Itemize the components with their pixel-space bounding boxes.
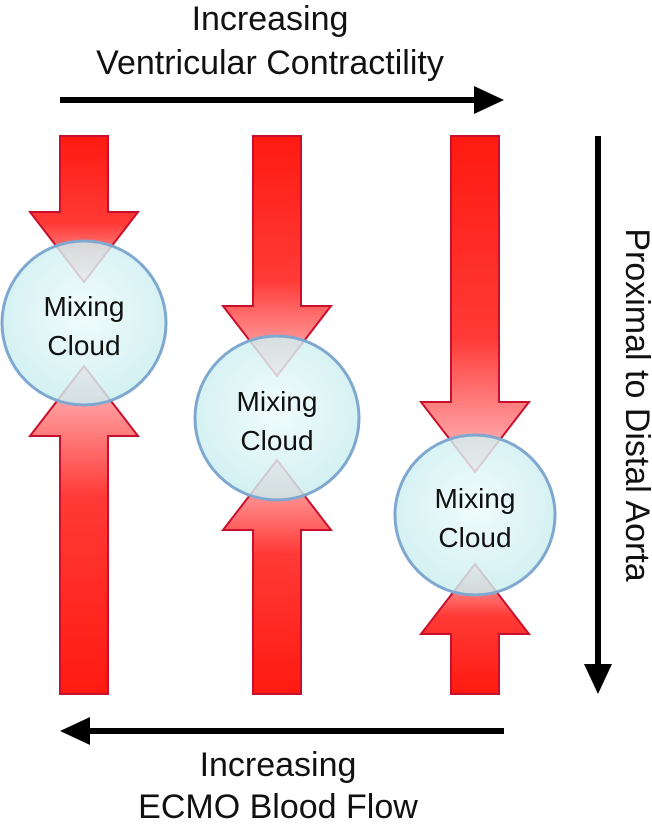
cloud-3-line2: Cloud xyxy=(438,522,511,553)
cloud-3-line1: Mixing xyxy=(435,483,516,514)
ecmo-flow-arrow-1 xyxy=(27,364,141,695)
ecmo-flow-axis-arrow xyxy=(60,717,504,745)
cloud-1-line1: Mixing xyxy=(44,291,125,322)
ecmo-flow-arrow-3 xyxy=(418,562,532,695)
cloud-2-line1: Mixing xyxy=(237,386,318,417)
bottom-label-line1: Increasing xyxy=(200,746,357,784)
flow-column-3: Mixing Cloud xyxy=(393,135,557,695)
aorta-arrow xyxy=(584,136,612,694)
mixing-cloud-3: Mixing Cloud xyxy=(393,433,557,597)
right-label: Proximal to Distal Aorta xyxy=(618,228,652,581)
mixing-cloud-2: Mixing Cloud xyxy=(193,334,361,502)
contractility-arrow xyxy=(60,86,504,114)
ventricular-flow-arrow-3 xyxy=(418,135,532,474)
top-label-line2: Ventricular Contractility xyxy=(96,44,444,82)
mixing-cloud-1: Mixing Cloud xyxy=(0,239,168,407)
flow-column-2: Mixing Cloud xyxy=(193,135,361,695)
cloud-2-line2: Cloud xyxy=(240,425,313,456)
cloud-1-line2: Cloud xyxy=(47,330,120,361)
bottom-label-line2: ECMO Blood Flow xyxy=(138,788,418,824)
flow-column-1: Mixing Cloud xyxy=(0,135,168,695)
top-label-line1: Increasing xyxy=(192,0,349,38)
